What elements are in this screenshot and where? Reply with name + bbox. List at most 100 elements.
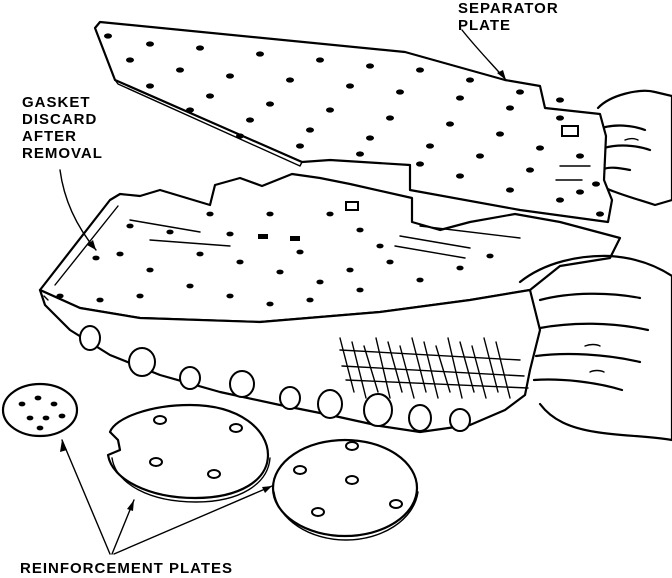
valve-rib (423, 341, 439, 399)
body-hole (306, 297, 314, 303)
separator-hole (556, 197, 564, 203)
plate-hole (229, 423, 243, 433)
body-hole (136, 293, 144, 299)
separator-hole (256, 51, 264, 57)
plate-hole (153, 415, 167, 425)
separator-hole (126, 57, 134, 63)
reinforcement-leader-line-3 (113, 485, 273, 555)
reinforcement-arrowhead-1 (60, 440, 67, 452)
valve-bore (279, 386, 301, 410)
separator-hole (286, 77, 294, 83)
separator-hole (236, 133, 244, 139)
gasket-label-line-1: GASKET (22, 94, 91, 111)
body-hole (296, 249, 304, 255)
plate-hole (207, 469, 221, 479)
valve-bore (79, 325, 101, 351)
separator-slot (561, 125, 579, 137)
body-hole (126, 223, 134, 229)
valve-channel (339, 349, 521, 361)
separator-hole (316, 57, 324, 63)
body-hole (386, 259, 394, 265)
separator-hole (104, 33, 112, 39)
valve-bore (363, 393, 393, 427)
valve-rib (363, 345, 379, 393)
body-hole (356, 227, 364, 233)
valve-rib (387, 341, 403, 393)
gasket-label-line-2: DISCARD (22, 111, 98, 128)
separator-hole (592, 181, 600, 187)
plate-hole (345, 441, 359, 451)
plate-hole (34, 395, 42, 401)
body-hole (416, 277, 424, 283)
separator-arrowhead (497, 70, 506, 80)
plate-hole (311, 507, 325, 517)
valve-rib (471, 345, 487, 399)
separator-hole (596, 211, 604, 217)
plate-hole (149, 457, 163, 467)
body-slot (290, 236, 300, 241)
valve-bore (128, 347, 156, 377)
valve-rib (459, 341, 475, 393)
valve-bore (408, 404, 432, 432)
hand-lower (518, 254, 672, 442)
plate-hole (50, 401, 58, 407)
body-hole (266, 211, 274, 217)
separator-hole (306, 127, 314, 133)
separator-hole (416, 161, 424, 167)
separator-hole (146, 83, 154, 89)
plate-hole (389, 499, 403, 509)
plate-hole (293, 465, 307, 475)
separator-hole (186, 107, 194, 113)
body-slot (345, 201, 359, 211)
body-hole (276, 269, 284, 275)
reinforcement-arrowhead-2 (127, 500, 134, 511)
body-hole (186, 283, 194, 289)
separator-hole (346, 83, 354, 89)
separator-hole (506, 105, 514, 111)
valve-bore (179, 366, 201, 390)
valve-bore (449, 408, 471, 432)
separator-hole (426, 143, 434, 149)
valve-rib (483, 337, 499, 393)
separator-hole (416, 67, 424, 73)
separator-hole (366, 63, 374, 69)
plate-hole (42, 415, 50, 421)
separator-hole (556, 97, 564, 103)
valve-channel (341, 365, 525, 377)
body-hole (456, 265, 464, 271)
separator-hole (146, 41, 154, 47)
separator-hole (526, 167, 534, 173)
body-hole (346, 267, 354, 273)
plate-hole (18, 401, 26, 407)
valve-rib (399, 345, 415, 399)
separator-hole (366, 135, 374, 141)
valve-body (38, 172, 622, 434)
body-hole (236, 259, 244, 265)
separator-hole (176, 67, 184, 73)
valve-bore (229, 370, 255, 398)
body-hole (356, 287, 364, 293)
separator-plate-label: SEPARATOR PLATE (458, 0, 559, 34)
valve-bore (317, 389, 343, 419)
plate-hole (58, 413, 66, 419)
separator-hole (326, 107, 334, 113)
hand-upper (596, 89, 672, 207)
gasket-label-line-4: REMOVAL (22, 145, 103, 162)
separator-plate (93, 20, 614, 224)
gasket-arrowhead (87, 240, 96, 250)
valve-channel (345, 379, 529, 389)
separator-plate-label-line-2: PLATE (458, 17, 512, 34)
separator-hole (516, 89, 524, 95)
separator-hole (246, 117, 254, 123)
body-hole (96, 297, 104, 303)
separator-hole (476, 153, 484, 159)
separator-hole (396, 89, 404, 95)
body-hole (326, 211, 334, 217)
separator-hole (506, 187, 514, 193)
body-hole (92, 255, 100, 261)
separator-plate-label-line-1: SEPARATOR (458, 0, 559, 17)
reinforcement-plate-middle (106, 403, 271, 503)
separator-hole (196, 45, 204, 51)
gasket-label-line-3: AFTER (22, 128, 77, 145)
